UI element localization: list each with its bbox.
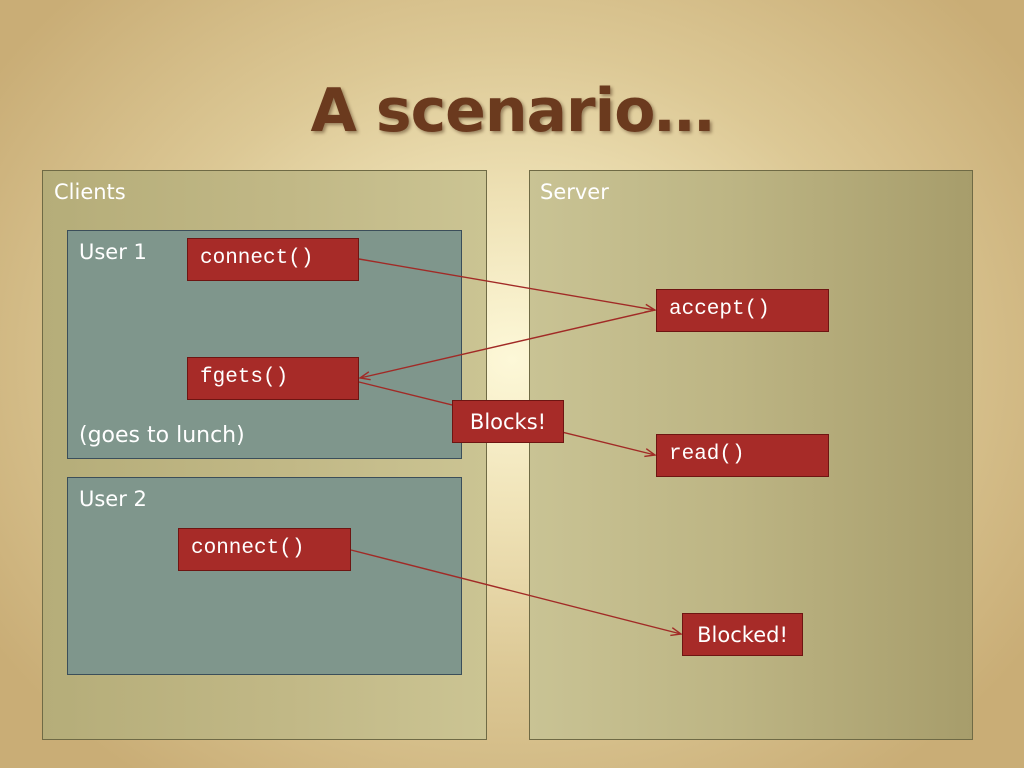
blocks-callout: Blocks!	[452, 400, 564, 443]
server-read-call: read()	[656, 434, 829, 477]
server-accept-call: accept()	[656, 289, 829, 332]
user1-label: User 1	[79, 240, 147, 264]
slide-title: A scenario…	[310, 76, 715, 146]
clients-label: Clients	[54, 180, 126, 204]
goes-to-lunch-note: (goes to lunch)	[79, 423, 245, 448]
user1-connect-call: connect()	[187, 238, 359, 281]
user1-fgets-call: fgets()	[187, 357, 359, 400]
user2-box: User 2	[67, 477, 462, 675]
user2-label: User 2	[79, 487, 147, 511]
user2-connect-call: connect()	[178, 528, 351, 571]
server-label: Server	[540, 180, 609, 204]
blocked-callout: Blocked!	[682, 613, 803, 656]
